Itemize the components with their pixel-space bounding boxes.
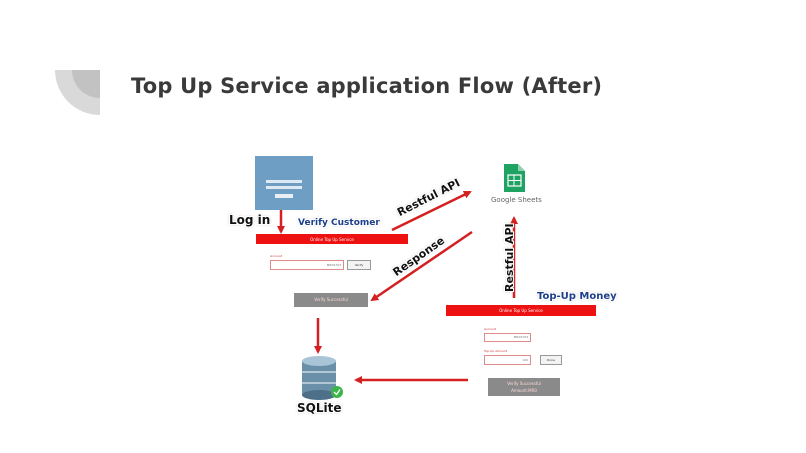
google-sheets-label: Google Sheets: [491, 196, 542, 204]
field-label-right-1: Account: [484, 327, 497, 331]
login-username-line: [266, 180, 302, 183]
field-label-left: Account: [270, 254, 283, 258]
verify-result-box: Verify Successful: [294, 293, 368, 307]
verify-button: Verify: [347, 260, 371, 270]
arrow-response: [370, 230, 473, 302]
online-service-bar-right: Online Top Up Service: [446, 305, 596, 316]
google-sheets-icon: [504, 164, 525, 192]
login-screen-thumbnail: [255, 156, 313, 210]
restful-api-label-vertical: Restful API: [503, 223, 516, 292]
slide-title: Top Up Service application Flow (After): [131, 74, 603, 98]
done-button: Done: [540, 355, 562, 365]
sqlite-database-icon: [302, 356, 343, 400]
account-field-right: MR02793: [484, 333, 531, 342]
login-label: Log in: [229, 213, 271, 227]
login-password-line: [266, 186, 302, 189]
verify-customer-label: Verify Customer: [298, 218, 380, 228]
sqlite-label: SQLite: [297, 401, 342, 415]
field-label-right-2: Top-Up Amount: [484, 349, 507, 353]
login-button-shape: [275, 194, 293, 198]
arrow-verify-to-sheets: [391, 190, 472, 232]
amount-field-right: 100: [484, 355, 531, 365]
decorative-corner-arc: [55, 70, 100, 115]
online-service-bar-left: Online Top Up Service: [256, 234, 408, 244]
account-field-left: MR02793: [270, 260, 344, 270]
topup-money-label: Top-Up Money: [537, 291, 617, 302]
